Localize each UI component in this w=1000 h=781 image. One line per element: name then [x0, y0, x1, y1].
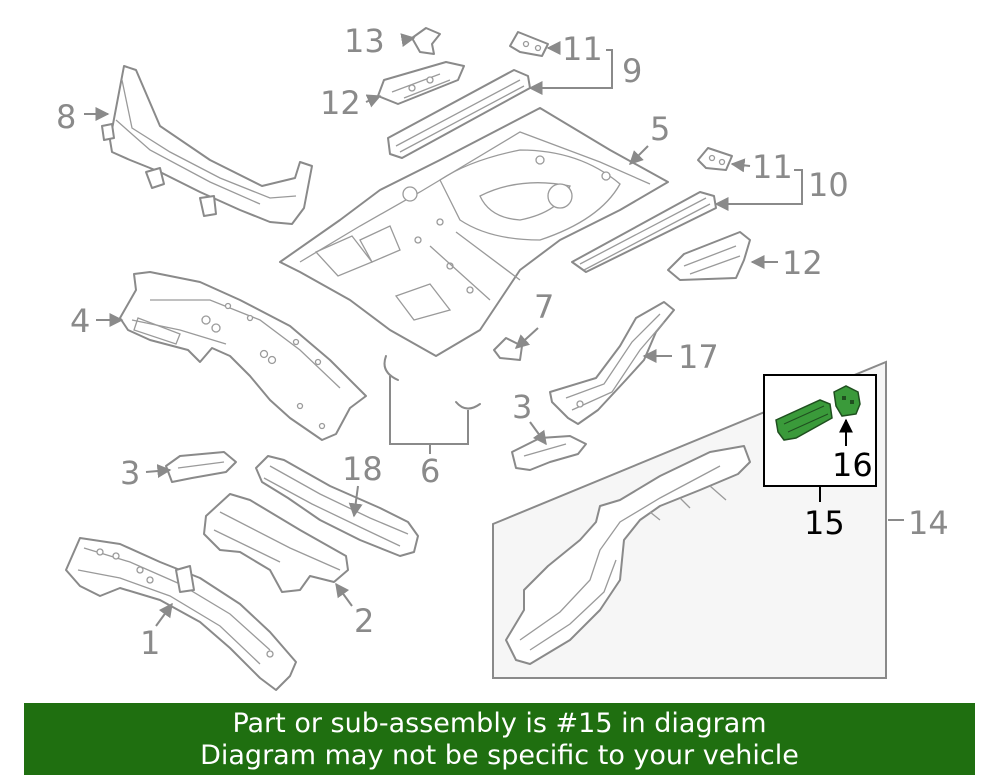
banner-line-2: Diagram may not be specific to your vehi…	[200, 740, 799, 771]
callout-17: 17	[678, 338, 719, 376]
callout-labels: 8 13 12 11 9 5 11 10 12 4 7 17 3 3 18 6 …	[56, 22, 949, 662]
part-17-side-panel	[549, 301, 675, 425]
callout-1: 1	[140, 624, 160, 662]
leader-lines	[84, 33, 904, 627]
banner-line-1: Part or sub-assembly is #15 in diagram	[232, 708, 767, 739]
part-8-crossmember	[101, 65, 313, 225]
callout-7: 7	[534, 288, 554, 326]
callout-3-right: 3	[512, 388, 532, 426]
part-6-clips	[383, 355, 481, 410]
part-18-rail	[255, 455, 419, 557]
callout-10: 10	[808, 166, 849, 204]
callout-3-left: 3	[120, 454, 140, 492]
callout-16: 16	[832, 446, 873, 484]
callout-8: 8	[56, 98, 76, 136]
callout-15: 15	[804, 504, 845, 542]
part-1-side-rail	[65, 537, 297, 691]
callout-14: 14	[908, 504, 949, 542]
callout-18: 18	[342, 450, 383, 488]
part-7-bracket	[493, 337, 523, 361]
part-3-left-bracket	[165, 451, 237, 483]
part-12-right-bracket	[667, 231, 751, 281]
part-13-clip	[411, 27, 441, 55]
callout-12-right: 12	[782, 244, 823, 282]
callout-11-top: 11	[562, 30, 603, 68]
callout-9: 9	[622, 52, 642, 90]
part-3-right-bracket	[511, 435, 587, 471]
part-11-right-clip	[697, 147, 733, 171]
info-banner: Part or sub-assembly is #15 in diagram D…	[24, 703, 975, 775]
callout-11-right: 11	[752, 148, 793, 186]
part-15-box	[763, 374, 877, 487]
part-4-side-rail	[119, 271, 367, 441]
part-12-top-bracket	[377, 61, 465, 105]
callout-5: 5	[650, 110, 670, 148]
part-5-floor-pan	[279, 107, 669, 357]
callout-4: 4	[70, 302, 90, 340]
callout-2: 2	[354, 602, 374, 640]
callout-12-top: 12	[320, 84, 361, 122]
part-11-top-clip	[509, 31, 549, 57]
callout-6: 6	[420, 452, 440, 490]
part-2-crossmember	[203, 493, 349, 593]
callout-13: 13	[344, 22, 385, 60]
